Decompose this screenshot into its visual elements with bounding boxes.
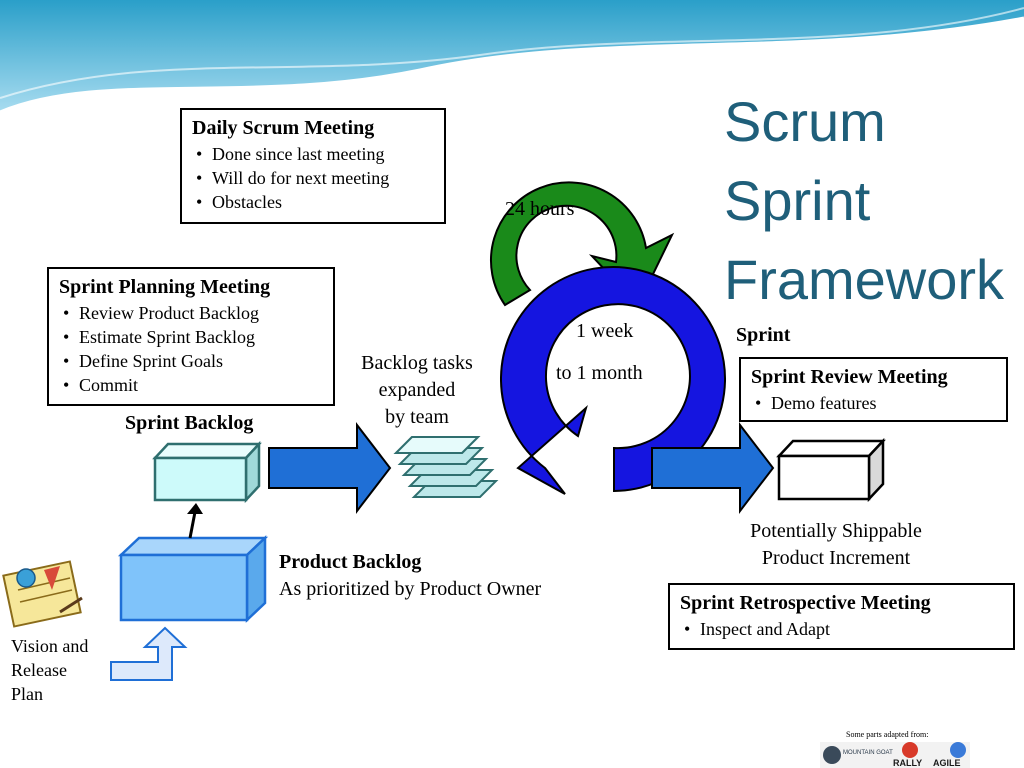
list-item: Demo features bbox=[751, 391, 996, 415]
week-label: 1 week bbox=[576, 320, 634, 342]
sprint-review-heading: Sprint Review Meeting bbox=[751, 366, 948, 388]
task-stack bbox=[393, 436, 499, 498]
shippable-line-1: Potentially Shippable bbox=[750, 520, 922, 542]
title-line-2: Sprint bbox=[724, 169, 871, 232]
sprint-review-list: Demo features bbox=[751, 391, 996, 415]
product-backlog-label: Product Backlog As prioritized by Produc… bbox=[279, 549, 541, 603]
slide-title: Scrum Sprint Framework bbox=[724, 82, 1004, 319]
backlog-to-tasks-arrow bbox=[268, 422, 392, 514]
sprint-backlog-box bbox=[152, 440, 262, 504]
sprint-to-increment-arrow bbox=[651, 422, 775, 514]
backlog-tasks-label: Backlog tasks expanded by team bbox=[342, 350, 492, 431]
list-item: Obstacles bbox=[192, 190, 434, 214]
product-backlog-box bbox=[117, 535, 269, 623]
sprint-loop-arrow bbox=[500, 266, 726, 495]
logo-agile: AGILE bbox=[933, 758, 961, 768]
list-item: Define Sprint Goals bbox=[59, 349, 323, 373]
product-increment-box bbox=[776, 437, 886, 503]
logos-strip bbox=[820, 742, 970, 768]
daily-scrum-box: Daily Scrum Meeting Done since last meet… bbox=[180, 108, 446, 224]
daily-scrum-list: Done since last meeting Will do for next… bbox=[192, 142, 434, 214]
hours-label: 24 hours bbox=[505, 198, 575, 220]
sprint-planning-list: Review Product Backlog Estimate Sprint B… bbox=[59, 301, 323, 397]
adapted-from-note: Some parts adapted from: bbox=[846, 730, 929, 739]
sprint-label: Sprint bbox=[736, 324, 791, 346]
backlog-up-arrow bbox=[187, 503, 203, 539]
sprint-retro-heading: Sprint Retrospective Meeting bbox=[680, 592, 931, 614]
logo-rally: RALLY bbox=[893, 758, 922, 768]
vision-label: Vision and Release Plan bbox=[11, 634, 88, 706]
header-wave-banner bbox=[0, 0, 1024, 114]
vision-line-3: Plan bbox=[11, 684, 44, 704]
sprint-retro-box: Sprint Retrospective Meeting Inspect and… bbox=[668, 583, 1015, 650]
backlog-tasks-line-3: by team bbox=[385, 406, 449, 428]
input-arrow bbox=[110, 626, 188, 681]
month-label: to 1 month bbox=[556, 362, 643, 384]
list-item: Done since last meeting bbox=[192, 142, 434, 166]
list-item: Will do for next meeting bbox=[192, 166, 434, 190]
list-item: Commit bbox=[59, 373, 323, 397]
sprint-planning-box: Sprint Planning Meeting Review Product B… bbox=[47, 267, 335, 406]
vision-line-1: Vision and bbox=[11, 636, 89, 656]
sprint-review-box: Sprint Review Meeting Demo features bbox=[739, 357, 1008, 422]
title-line-3: Framework bbox=[724, 248, 1005, 311]
backlog-tasks-line-1: Backlog tasks bbox=[361, 352, 473, 374]
shippable-line-2: Product Increment bbox=[761, 547, 911, 569]
vision-plan-clipart bbox=[2, 560, 83, 628]
list-item: Estimate Sprint Backlog bbox=[59, 325, 323, 349]
vision-line-2: Release bbox=[11, 660, 67, 680]
list-item: Inspect and Adapt bbox=[680, 617, 1003, 641]
list-item: Review Product Backlog bbox=[59, 301, 323, 325]
backlog-tasks-line-2: expanded bbox=[378, 379, 456, 401]
product-backlog-heading: Product Backlog bbox=[279, 551, 422, 573]
sprint-backlog-label: Sprint Backlog bbox=[125, 412, 254, 434]
shippable-label: Potentially Shippable Product Increment bbox=[716, 518, 956, 572]
sprint-retro-list: Inspect and Adapt bbox=[680, 617, 1003, 641]
product-backlog-subtitle: As prioritized by Product Owner bbox=[279, 578, 542, 600]
logo-mountaingoat: MOUNTAIN GOAT bbox=[843, 750, 893, 756]
sprint-planning-heading: Sprint Planning Meeting bbox=[59, 276, 271, 298]
daily-scrum-heading: Daily Scrum Meeting bbox=[192, 117, 375, 139]
title-line-1: Scrum bbox=[724, 90, 886, 153]
